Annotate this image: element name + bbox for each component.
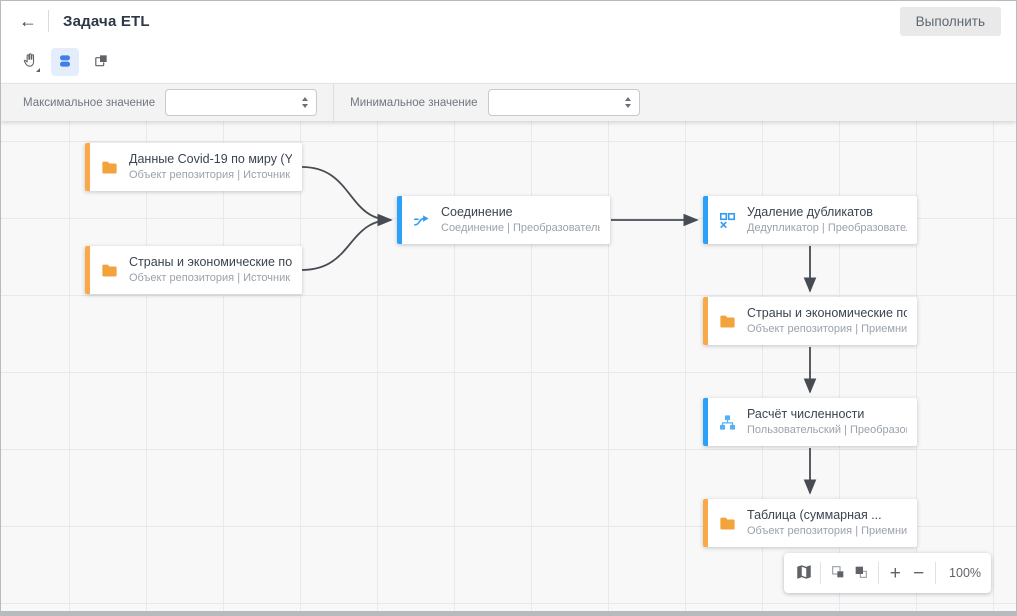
filter-divider — [333, 83, 335, 122]
max-value-spinner[interactable] — [302, 90, 309, 115]
fit-selection-tool-button[interactable] — [87, 48, 115, 76]
zoom-in-button[interactable]: + — [886, 560, 905, 586]
node-subtitle: Объект репозитория | Источник — [129, 169, 291, 181]
merge-icon — [411, 210, 431, 230]
node-title: Соединение — [441, 205, 513, 219]
max-value-label: Максимальное значение — [23, 96, 156, 109]
min-value-input[interactable] — [488, 90, 613, 115]
parameters-bar: Максимальное значение Минимальное значен… — [1, 83, 1016, 122]
controls-divider — [877, 562, 879, 584]
node-subtitle: Соединение | Преобразователь — [441, 222, 600, 234]
node-title: Удаление дубликатов — [747, 205, 873, 219]
folder-icon — [99, 157, 119, 177]
zoom-level: 100% — [949, 566, 982, 580]
node-subtitle: Пользовательский | Преобразова... — [747, 424, 907, 436]
canvas-controls: + − 100% — [784, 553, 991, 593]
min-value-spinner[interactable] — [624, 90, 631, 115]
node-subtitle: Объект репозитория | Источник — [129, 272, 291, 284]
node-text: Расчёт численности Пользовательский | Пр… — [747, 406, 907, 438]
dropdown-caret-icon — [36, 68, 40, 72]
send-backward-icon — [830, 564, 846, 583]
spinner-down-icon[interactable] — [624, 104, 631, 108]
max-value-input[interactable] — [166, 90, 291, 115]
node-title: Данные Covid-19 по миру (Yan... — [129, 152, 292, 166]
node-title: Расчёт численности — [747, 407, 865, 421]
header-divider — [48, 10, 49, 32]
node-join[interactable]: Соединение Соединение | Преобразователь — [397, 196, 610, 244]
node-source-covid-data[interactable]: Данные Covid-19 по миру (Yan... Объект р… — [85, 143, 302, 191]
node-view-icon — [57, 53, 73, 72]
bring-forward-icon — [853, 564, 869, 583]
node-dedup[interactable]: Удаление дубликатов Дедупликатор | Преоб… — [703, 196, 917, 244]
max-value-field — [165, 89, 318, 116]
node-view-tool-button[interactable] — [51, 48, 79, 76]
node-text: Удаление дубликатов Дедупликатор | Преоб… — [747, 204, 907, 236]
folder-icon — [717, 513, 737, 533]
node-title: Таблица (суммарная ... — [747, 508, 882, 522]
node-text: Страны и экономические пок... Объект реп… — [129, 254, 292, 286]
window-bottom-edge — [1, 611, 1016, 615]
spinner-up-icon[interactable] — [302, 97, 309, 101]
header: ← Задача ETL Выполнить — [1, 1, 1016, 41]
back-button[interactable]: ← — [16, 9, 40, 33]
edge — [301, 219, 392, 271]
zoom-out-button[interactable]: − — [909, 560, 928, 586]
minimap-button[interactable] — [794, 560, 813, 586]
run-button[interactable]: Выполнить — [899, 6, 1001, 36]
node-subtitle: Объект репозитория | Приемник — [747, 525, 907, 537]
bring-forward-button[interactable] — [851, 560, 870, 586]
pan-hand-tool-button[interactable] — [15, 48, 43, 76]
send-backward-button[interactable] — [828, 560, 847, 586]
node-custom-calc[interactable]: Расчёт численности Пользовательский | Пр… — [703, 398, 917, 446]
node-text: Страны и экономические пок... Объект реп… — [747, 305, 907, 337]
minus-icon: − — [913, 562, 925, 584]
controls-divider — [820, 562, 822, 584]
sitemap-icon — [717, 412, 737, 432]
spinner-down-icon[interactable] — [302, 104, 309, 108]
dedup-icon — [717, 210, 737, 230]
node-source-countries[interactable]: Страны и экономические пок... Объект реп… — [85, 246, 302, 294]
spinner-up-icon[interactable] — [624, 97, 631, 101]
node-text: Таблица (суммарная ... Объект репозитори… — [747, 507, 907, 539]
node-sink-countries[interactable]: Страны и экономические пок... Объект реп… — [703, 297, 917, 345]
min-value-label: Минимальное значение — [350, 96, 478, 109]
page-title: Задача ETL — [63, 12, 150, 30]
toolbar — [1, 41, 1016, 83]
flow-canvas[interactable]: Данные Covid-19 по миру (Yan... Объект р… — [1, 121, 1016, 612]
controls-divider — [935, 562, 937, 584]
node-title: Страны и экономические пок... — [747, 306, 907, 320]
node-subtitle: Дедупликатор | Преобразователь — [747, 222, 907, 234]
node-title: Страны и экономические пок... — [129, 255, 292, 269]
folder-icon — [99, 260, 119, 280]
node-sink-table[interactable]: Таблица (суммарная ... Объект репозитори… — [703, 499, 917, 547]
folder-icon — [717, 311, 737, 331]
edge — [301, 166, 393, 227]
map-icon — [795, 563, 813, 584]
node-subtitle: Объект репозитория | Приемник — [747, 323, 907, 335]
min-value-field — [487, 89, 640, 116]
node-text: Данные Covid-19 по миру (Yan... Объект р… — [129, 151, 292, 183]
fit-selection-icon — [93, 53, 109, 72]
plus-icon: + — [889, 562, 901, 584]
node-text: Соединение Соединение | Преобразователь — [441, 204, 600, 236]
hand-icon — [21, 52, 38, 72]
